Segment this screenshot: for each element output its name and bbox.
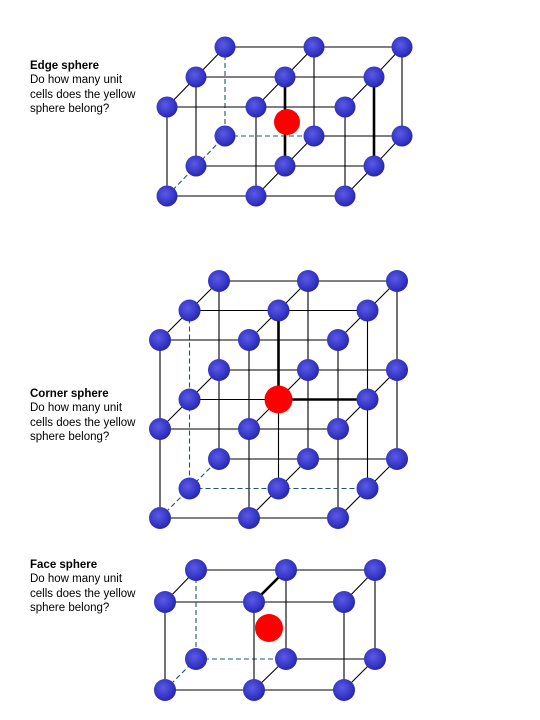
lattice-sphere [238,329,260,351]
lattice-sphere [185,559,207,581]
lattice-sphere [267,477,290,500]
highlight-sphere [274,109,300,135]
lattice-sphere [364,648,386,670]
edge-question: Do how many unit cells does the yellow s… [30,74,136,116]
lattice-sphere [156,96,178,118]
lattice-sphere [156,185,178,207]
lattice-sphere [178,299,201,322]
lattice-sphere [274,66,296,88]
lattice-sphere [245,96,267,118]
lattice-sphere [208,270,230,292]
lattice-sphere [245,185,267,207]
face-sphere-lattice [154,559,386,701]
lattice-sphere [327,507,349,529]
lattice-sphere [356,477,379,500]
lattice-sphere [363,66,385,88]
lattice-sphere [185,66,207,88]
face-question: Do how many unit cells does the yellow s… [30,573,136,615]
lattice-sphere [208,359,230,381]
lattice-sphere [297,270,319,292]
lattice-sphere [333,679,355,701]
lattice-sphere [243,679,265,701]
lattice-sphere [178,388,201,411]
lattice-sphere [275,559,297,581]
lattice-sphere [386,359,408,381]
lattice-sphere [297,359,319,381]
lattice-sphere [238,507,260,529]
lattice-sphere [208,448,230,470]
face-caption: Face sphere Do how many unit cells does … [30,558,140,616]
lattice-sphere [214,125,236,147]
lattice-sphere [238,418,260,440]
corner-sphere-lattice [149,270,408,529]
lattice-sphere [327,329,349,351]
lattice-sphere [274,155,296,177]
lattice-sphere [364,559,386,581]
lattice-sphere [334,96,356,118]
highlight-sphere [264,385,293,414]
edge-caption: Edge sphere Do how many unit cells does … [30,59,140,117]
lattice-sphere [303,36,325,58]
lattice-sphere [356,299,379,322]
lattice-sphere [391,125,413,147]
lattice-sphere [333,591,355,613]
lattice-sphere [267,299,290,322]
lattice-sphere [297,448,319,470]
corner-title: Corner sphere [30,388,109,400]
lattice-sphere [356,388,379,411]
lattice-sphere [363,155,385,177]
lattice-sphere [327,418,349,440]
edge-sphere-lattice [156,36,413,207]
lattice-sphere [303,125,325,147]
corner-caption: Corner sphere Do how many unit cells doe… [30,387,140,445]
lattice-sphere [334,185,356,207]
lattice-sphere [178,477,201,500]
lattice-sphere [149,507,171,529]
lattice-sphere [149,329,171,351]
lattice-sphere [386,448,408,470]
lattice-sphere [386,270,408,292]
lattice-sphere [214,36,236,58]
lattice-sphere [185,648,207,670]
lattice-sphere [154,679,176,701]
lattice-sphere [149,418,171,440]
lattice-sphere [243,591,265,613]
lattice-sphere [275,648,297,670]
edge-title: Edge sphere [30,60,100,72]
lattice-sphere [154,591,176,613]
face-title: Face sphere [30,559,98,571]
corner-question: Do how many unit cells does the yellow s… [30,402,136,444]
highlight-sphere [255,614,283,642]
lattice-sphere [391,36,413,58]
lattice-sphere [185,155,207,177]
